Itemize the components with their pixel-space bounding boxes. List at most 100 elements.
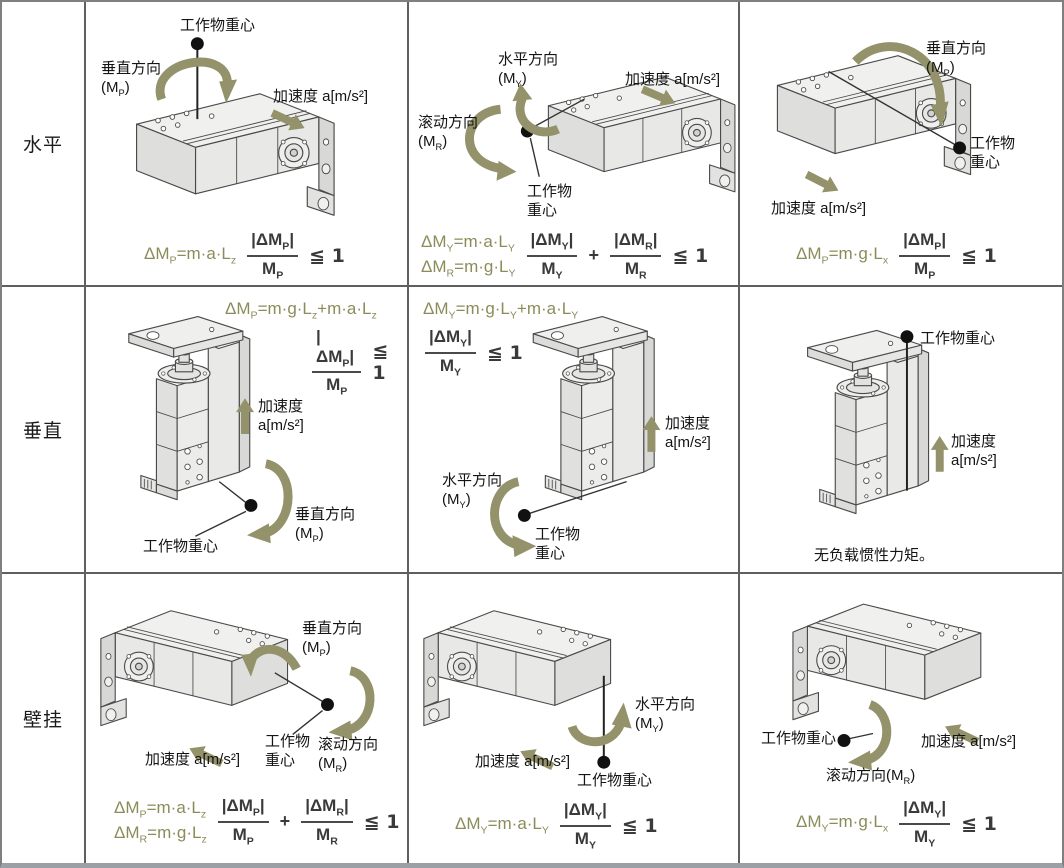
label-workpiece-cog: 工作物 重心 — [527, 183, 573, 220]
label-workpiece-cog: 工作物重心 — [143, 538, 219, 555]
fraction: |ΔMP| MP — [247, 230, 299, 281]
cog-label-leader — [529, 137, 540, 177]
formula-block: ΔMP=m·a·Lz ΔMR=m·g·Lz |ΔMP| MP + |ΔMR| M… — [114, 796, 400, 847]
label-rolling-direction: 滚动方向 (MR) — [418, 114, 479, 153]
cog-leader — [529, 480, 627, 515]
label-acceleration: 加速度 a[m/s²] — [951, 433, 997, 470]
label-workpiece-cog: 工作物重心 — [577, 772, 653, 789]
diagram-wall-1 — [100, 610, 375, 772]
acceleration-arrow — [802, 166, 843, 199]
diagram-horizontal-2 — [465, 76, 736, 193]
cell-wall-2: 水平方向 (MY) 加速度 a[m/s²] 工作物重心 ΔMY=m·a·LY |… — [409, 574, 740, 863]
formula-block: ΔMP=m·g·Lx |ΔMP| MP ≦ 1 — [796, 230, 997, 281]
acceleration-arrow — [930, 435, 949, 472]
label-rolling-direction: 滚动方向(MR) — [826, 767, 916, 786]
mp-rotation-arrow — [155, 57, 232, 101]
diagram-horizontal-1 — [135, 37, 335, 216]
label-acceleration: 加速度 a[m/s²] — [475, 753, 571, 770]
row-header-vertical: 垂直 — [2, 287, 86, 574]
mp-rotation-arrow — [852, 42, 945, 114]
fraction: |ΔMP| MP — [899, 230, 951, 281]
formula-block: ΔMY=m·a·LY ΔMR=m·g·LY |ΔMY| MY + |ΔMR| M… — [421, 230, 709, 281]
fraction: |ΔMP| MP — [217, 796, 269, 847]
formula-block: ΔMY=m·a·LY |ΔMY| MY ≦ 1 — [455, 800, 658, 851]
label-vertical-direction: 垂直方向 (MP) — [302, 620, 363, 659]
my-rotation-arrow — [567, 721, 625, 747]
cog-leader — [274, 672, 325, 704]
cell-horizontal-3: 垂直方向 (MP) 工作物 重心 加速度 a[m/s²] ΔMP=m·g·Lx … — [740, 2, 1062, 287]
cell-horizontal-2: 水平方向 (MY) 加速度 a[m/s²] 滚动方向 (MR) 工作物 重心 Δ… — [409, 2, 740, 287]
row-header-wall-mount: 壁挂 — [2, 574, 86, 863]
label-acceleration: 加速度 a[m/s²] — [625, 71, 721, 88]
cog-dot — [837, 734, 851, 747]
mr-rotation-arrow — [344, 666, 375, 735]
my-arrowhead — [611, 702, 632, 729]
cog-dot — [321, 698, 334, 712]
label-rolling-direction: 滚动方向 (MR) — [318, 736, 379, 775]
label-acceleration: 加速度 a[m/s²] — [145, 751, 241, 768]
diagram-vertical-3 — [807, 329, 949, 515]
row-header-horizontal: 水平 — [2, 2, 86, 287]
diagram-vertical-2 — [490, 315, 661, 558]
cog-label-leader — [292, 710, 323, 735]
mp-arrowhead — [246, 523, 271, 544]
cog-dot — [953, 141, 967, 155]
diagram-wall-3 — [792, 603, 982, 771]
label-acceleration: 加速度 a[m/s²] — [771, 200, 867, 217]
cog-dot — [190, 37, 204, 51]
label-acceleration: 加速度 a[m/s²] — [273, 88, 369, 105]
fraction: |ΔMY| MY — [526, 230, 578, 281]
constraint-block: |ΔMP| MP ≦ 1 — [312, 327, 407, 398]
diagram-wall-2 — [423, 610, 632, 775]
mp-arrowhead — [241, 652, 259, 677]
mr-rotation-arrow — [864, 700, 892, 765]
cell-vertical-3: 工作物重心 加速度 a[m/s²] 无负载惯性力矩。 — [740, 287, 1062, 574]
cog-dot — [244, 499, 258, 512]
cog-dot — [517, 508, 531, 522]
label-acceleration: 加速度 a[m/s²] — [258, 398, 304, 435]
cog-dot — [597, 755, 611, 769]
my-arrowhead — [512, 535, 537, 558]
cog-leader — [532, 98, 585, 128]
cog-label-leader — [195, 510, 247, 537]
my-rotation-arrow — [490, 477, 520, 550]
cell-wall-3: 工作物重心 加速度 a[m/s²] 滚动方向(MR) ΔMY=m·g·Lx |Δ… — [740, 574, 1062, 863]
formula-block: ΔMY=m·g·Lx |ΔMY| MY ≦ 1 — [796, 798, 997, 849]
label-vertical-direction: 垂直方向 (MP) — [101, 60, 162, 99]
label-vertical-direction: 垂直方向 (MP) — [295, 506, 356, 545]
mr-arrowhead — [328, 720, 353, 741]
formula-block: ΔMP=m·a·Lz |ΔMP| MP ≦ 1 — [144, 230, 345, 281]
label-vertical-direction: 垂直方向 (MP) — [926, 40, 987, 79]
mr-arrowhead — [848, 750, 872, 771]
cell-vertical-1: ΔMP=m·g·Lz+m·a·Lz |ΔMP| MP ≦ 1 加速度 a[m/s… — [86, 287, 409, 574]
note-no-load-moment: 无负载惯性力矩。 — [814, 547, 935, 564]
cell-horizontal-1: 工作物重心 垂直方向 (MP) 加速度 a[m/s²] ΔMP=m·a·Lz |… — [86, 2, 409, 287]
my-rotation-arrow — [515, 96, 560, 137]
mp-rotation-arrow — [263, 459, 293, 538]
label-horizontal-direction: 水平方向 (MY) — [635, 696, 696, 735]
mp-arrowhead — [219, 79, 238, 104]
diagram-horizontal-3 — [776, 42, 972, 199]
label-acceleration: 加速度 a[m/s²] — [921, 733, 1017, 750]
cog-leader — [849, 732, 874, 740]
cell-wall-1: 垂直方向 (MP) 工作物 重心 滚动方向 (MR) 加速度 a[m/s²] Δ… — [86, 574, 409, 863]
fraction: |ΔMR| MR — [301, 796, 353, 847]
cog-leader — [828, 70, 956, 146]
label-workpiece-cog: 工作物 重心 — [970, 135, 1016, 172]
label-acceleration: 加速度 a[m/s²] — [665, 415, 711, 452]
mr-rotation-arrow — [465, 104, 504, 174]
equation-block: ΔMY=m·g·LY+m·a·LY — [423, 299, 579, 322]
fraction: |ΔMY| MY — [425, 327, 476, 378]
label-workpiece-cog: 工作物重心 — [180, 17, 256, 34]
cog-dot — [900, 330, 914, 344]
label-workpiece-cog: 工作物重心 — [920, 330, 996, 347]
label-workpiece-cog: 工作物 重心 — [265, 733, 311, 770]
cell-vertical-2: ΔMY=m·g·LY+m·a·LY |ΔMY| MY ≦ 1 加速度 a[m/s… — [409, 287, 740, 574]
fraction: |ΔMY| MY — [899, 798, 951, 849]
diagram-vertical-1 — [128, 315, 293, 544]
cog-leader — [218, 481, 248, 505]
label-workpiece-cog: 工作物重心 — [761, 730, 837, 747]
label-horizontal-direction: 水平方向 (MY) — [442, 472, 503, 511]
label-workpiece-cog: 工作物 重心 — [535, 526, 581, 563]
mr-arrowhead — [496, 160, 517, 181]
